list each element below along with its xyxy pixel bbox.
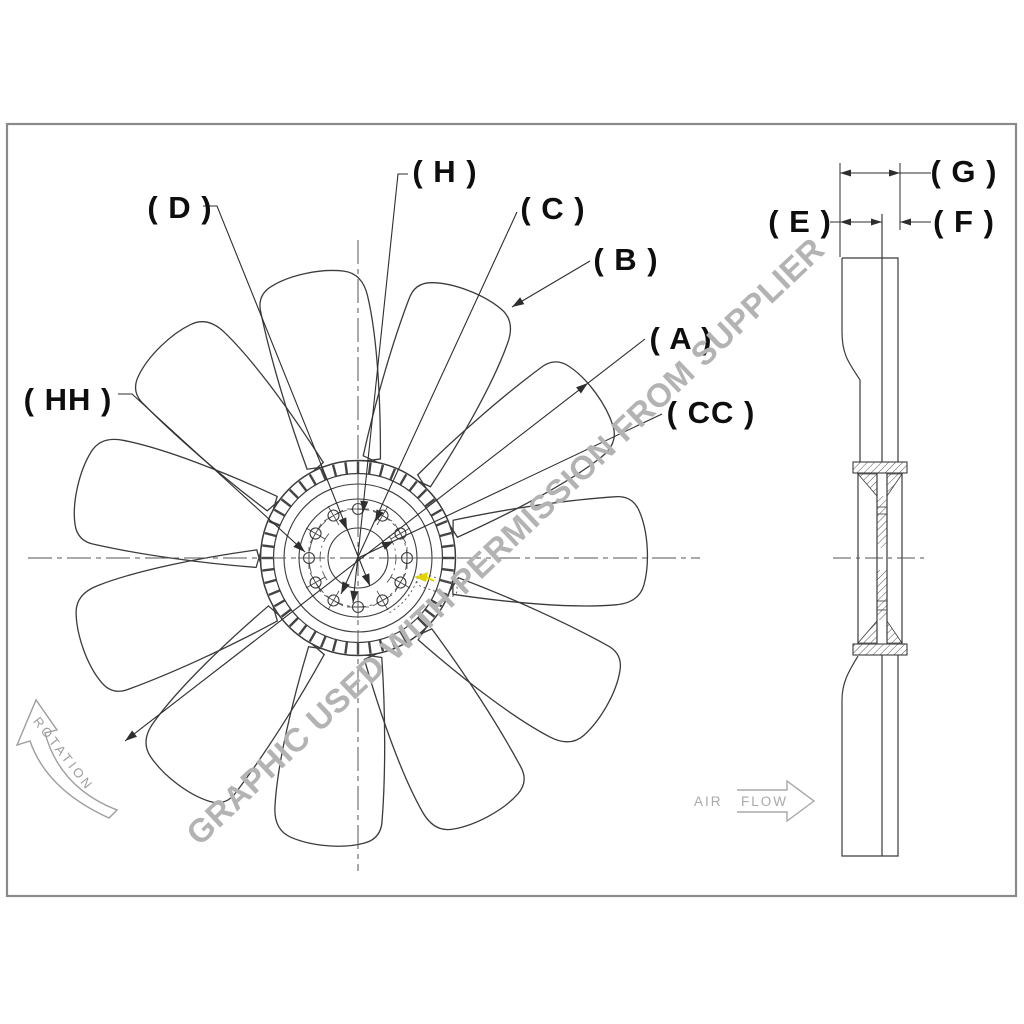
air-flow-arrow-icon xyxy=(737,779,816,823)
air-flow-label-flow: FLOW xyxy=(741,794,788,809)
leader-cc xyxy=(357,413,663,559)
leader-arrowheads xyxy=(125,297,588,741)
sheet-border xyxy=(5,122,1018,898)
callout-c: ( C ) xyxy=(520,191,586,226)
callout-h: ( H ) xyxy=(412,154,478,189)
dimension-arrows xyxy=(840,169,911,226)
callout-g: ( G ) xyxy=(930,154,998,189)
leader-hh xyxy=(118,393,306,553)
side-view xyxy=(833,214,927,857)
air-flow-label-air: AIR xyxy=(694,794,723,809)
callout-cc: ( CC ) xyxy=(666,395,756,430)
callout-e: ( E ) xyxy=(768,204,832,239)
callout-a: ( A ) xyxy=(649,321,713,356)
side-blade-bottom xyxy=(841,655,899,857)
callout-leaders xyxy=(118,173,663,742)
leader-a xyxy=(124,338,646,742)
leader-d xyxy=(203,205,371,587)
dimension-lines xyxy=(830,163,931,257)
leader-c xyxy=(340,211,518,595)
callout-d: ( D ) xyxy=(147,190,213,225)
leader-b xyxy=(511,260,591,308)
callout-b: ( B ) xyxy=(593,242,659,277)
callout-f: ( F ) xyxy=(933,204,995,239)
yellow-marker-icon xyxy=(414,572,435,582)
rotation-arrow-icon xyxy=(15,698,119,819)
callout-hh: ( HH ) xyxy=(23,382,113,417)
side-blade-top xyxy=(842,257,899,462)
leader-h xyxy=(352,173,408,604)
